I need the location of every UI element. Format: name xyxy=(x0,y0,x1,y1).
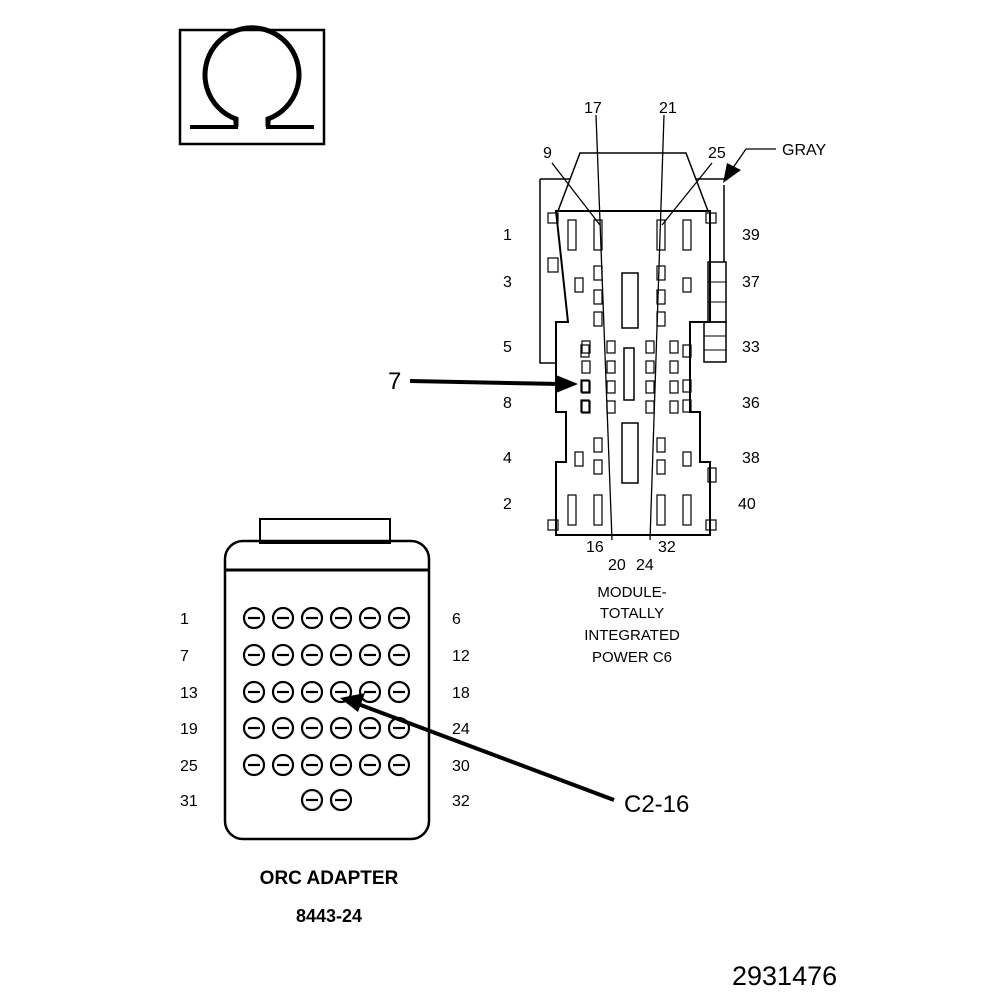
adapter-name: ORC ADAPTER xyxy=(260,868,399,889)
pin-cavities xyxy=(567,219,692,526)
left-pin-label: 8 xyxy=(503,395,512,412)
adapter-row-label: 12 xyxy=(452,648,470,665)
pin-cavity xyxy=(656,265,666,281)
pin-cavity xyxy=(567,219,577,251)
pin-cavity xyxy=(580,399,590,413)
module-title-line: POWER C6 xyxy=(592,649,672,666)
pin-cavity xyxy=(593,219,603,251)
pin-cavity xyxy=(682,494,692,526)
pin-cavity xyxy=(581,340,591,354)
pin-cavity xyxy=(580,344,590,358)
module-title-line: INTEGRATED xyxy=(584,627,680,644)
pin-cavity xyxy=(606,360,616,374)
adapter-row-label: 1 xyxy=(180,611,189,628)
pin-cavity xyxy=(645,340,655,354)
module-connector xyxy=(409,114,776,541)
adapter-callout-label: C2-16 xyxy=(624,791,689,818)
pin-cavity xyxy=(574,451,584,467)
left-pin-label: 4 xyxy=(503,450,512,467)
right-pin-label: 40 xyxy=(738,496,756,513)
pin-cavity xyxy=(669,380,679,394)
top-pin-label: 21 xyxy=(659,100,677,117)
pin-cavity xyxy=(656,494,666,526)
bottom-pin-label: 20 xyxy=(608,557,626,574)
pin-cavity xyxy=(669,400,679,414)
module-title-line: TOTALLY xyxy=(600,605,664,622)
adapter-row-label: 24 xyxy=(452,721,470,738)
bottom-pin-label: 16 xyxy=(586,539,604,556)
pin-cavity xyxy=(593,459,603,475)
left-pin-label: 3 xyxy=(503,274,512,291)
adapter-labels: 1 7 13 19 25 31 6 12 18 24 30 32 C2-16 O… xyxy=(180,611,689,926)
pin-cavity xyxy=(593,289,603,305)
adapter-row-label: 18 xyxy=(452,685,470,702)
pin-cavity xyxy=(580,379,590,393)
left-pin-label: 1 xyxy=(503,227,512,244)
bottom-pin-label: 32 xyxy=(658,539,676,556)
right-pin-label: 36 xyxy=(742,395,760,412)
adapter-row-label: 31 xyxy=(180,793,198,810)
pin-cavity xyxy=(682,379,692,393)
ohmmeter-symbol: Ω xyxy=(0,0,326,146)
orc-adapter xyxy=(223,518,615,841)
pin-cavity xyxy=(682,277,692,293)
pin-cavity xyxy=(656,311,666,327)
pin-cavity xyxy=(682,399,692,413)
module-labels: GRAY 17 21 9 25 1 3 5 8 4 2 39 37 33 36 … xyxy=(388,100,826,666)
pin-cavity xyxy=(593,265,603,281)
pin-cavity xyxy=(593,494,603,526)
right-pin-label: 33 xyxy=(742,339,760,356)
adapter-row-label: 25 xyxy=(180,758,198,775)
pin-cavity xyxy=(682,219,692,251)
pin-cavity xyxy=(645,400,655,414)
pin-cavity xyxy=(606,380,616,394)
pin-cavity xyxy=(567,494,577,526)
pin-cavity xyxy=(656,289,666,305)
adapter-terminals xyxy=(242,606,411,812)
adapter-part-number: 8443-24 xyxy=(296,906,362,926)
module-title-line: MODULE- xyxy=(597,584,666,601)
adapter-row-label: 19 xyxy=(180,721,198,738)
adapter-row-label: 32 xyxy=(452,793,470,810)
adapter-row-label: 7 xyxy=(180,648,189,665)
top-pin-label: 9 xyxy=(543,145,552,162)
adapter-row-label: 6 xyxy=(452,611,461,628)
right-pin-label: 37 xyxy=(742,274,760,291)
ohm-symbol-text: Ω xyxy=(0,0,1,1)
pin-cavity xyxy=(593,437,603,453)
pin-cavity xyxy=(656,437,666,453)
top-pin-label: 17 xyxy=(584,100,602,117)
pin-cavity xyxy=(593,311,603,327)
adapter-row-label: 13 xyxy=(180,685,198,702)
adapter-row-label: 30 xyxy=(452,758,470,775)
pin-cavity xyxy=(606,400,616,414)
pin-cavity xyxy=(606,340,616,354)
pin-cavity xyxy=(682,451,692,467)
pin-cavity xyxy=(656,459,666,475)
wire-color-label: GRAY xyxy=(782,142,826,159)
top-pin-label: 25 xyxy=(708,145,726,162)
pin-cavity xyxy=(574,277,584,293)
left-pin-label: 2 xyxy=(503,496,512,513)
pin-cavity xyxy=(581,380,591,394)
pin-cavity xyxy=(581,360,591,374)
right-pin-label: 38 xyxy=(742,450,760,467)
right-pin-label: 39 xyxy=(742,227,760,244)
left-pin-label: 5 xyxy=(503,339,512,356)
callout-pin-label: 7 xyxy=(388,368,401,395)
pin-cavity xyxy=(645,380,655,394)
pin-cavity xyxy=(669,360,679,374)
pin-cavity xyxy=(645,360,655,374)
pin-cavity xyxy=(669,340,679,354)
pin-cavity xyxy=(682,344,692,358)
figure-number: 2931476 xyxy=(732,961,837,991)
bottom-pin-label: 24 xyxy=(636,557,654,574)
pin-cavity xyxy=(581,400,591,414)
